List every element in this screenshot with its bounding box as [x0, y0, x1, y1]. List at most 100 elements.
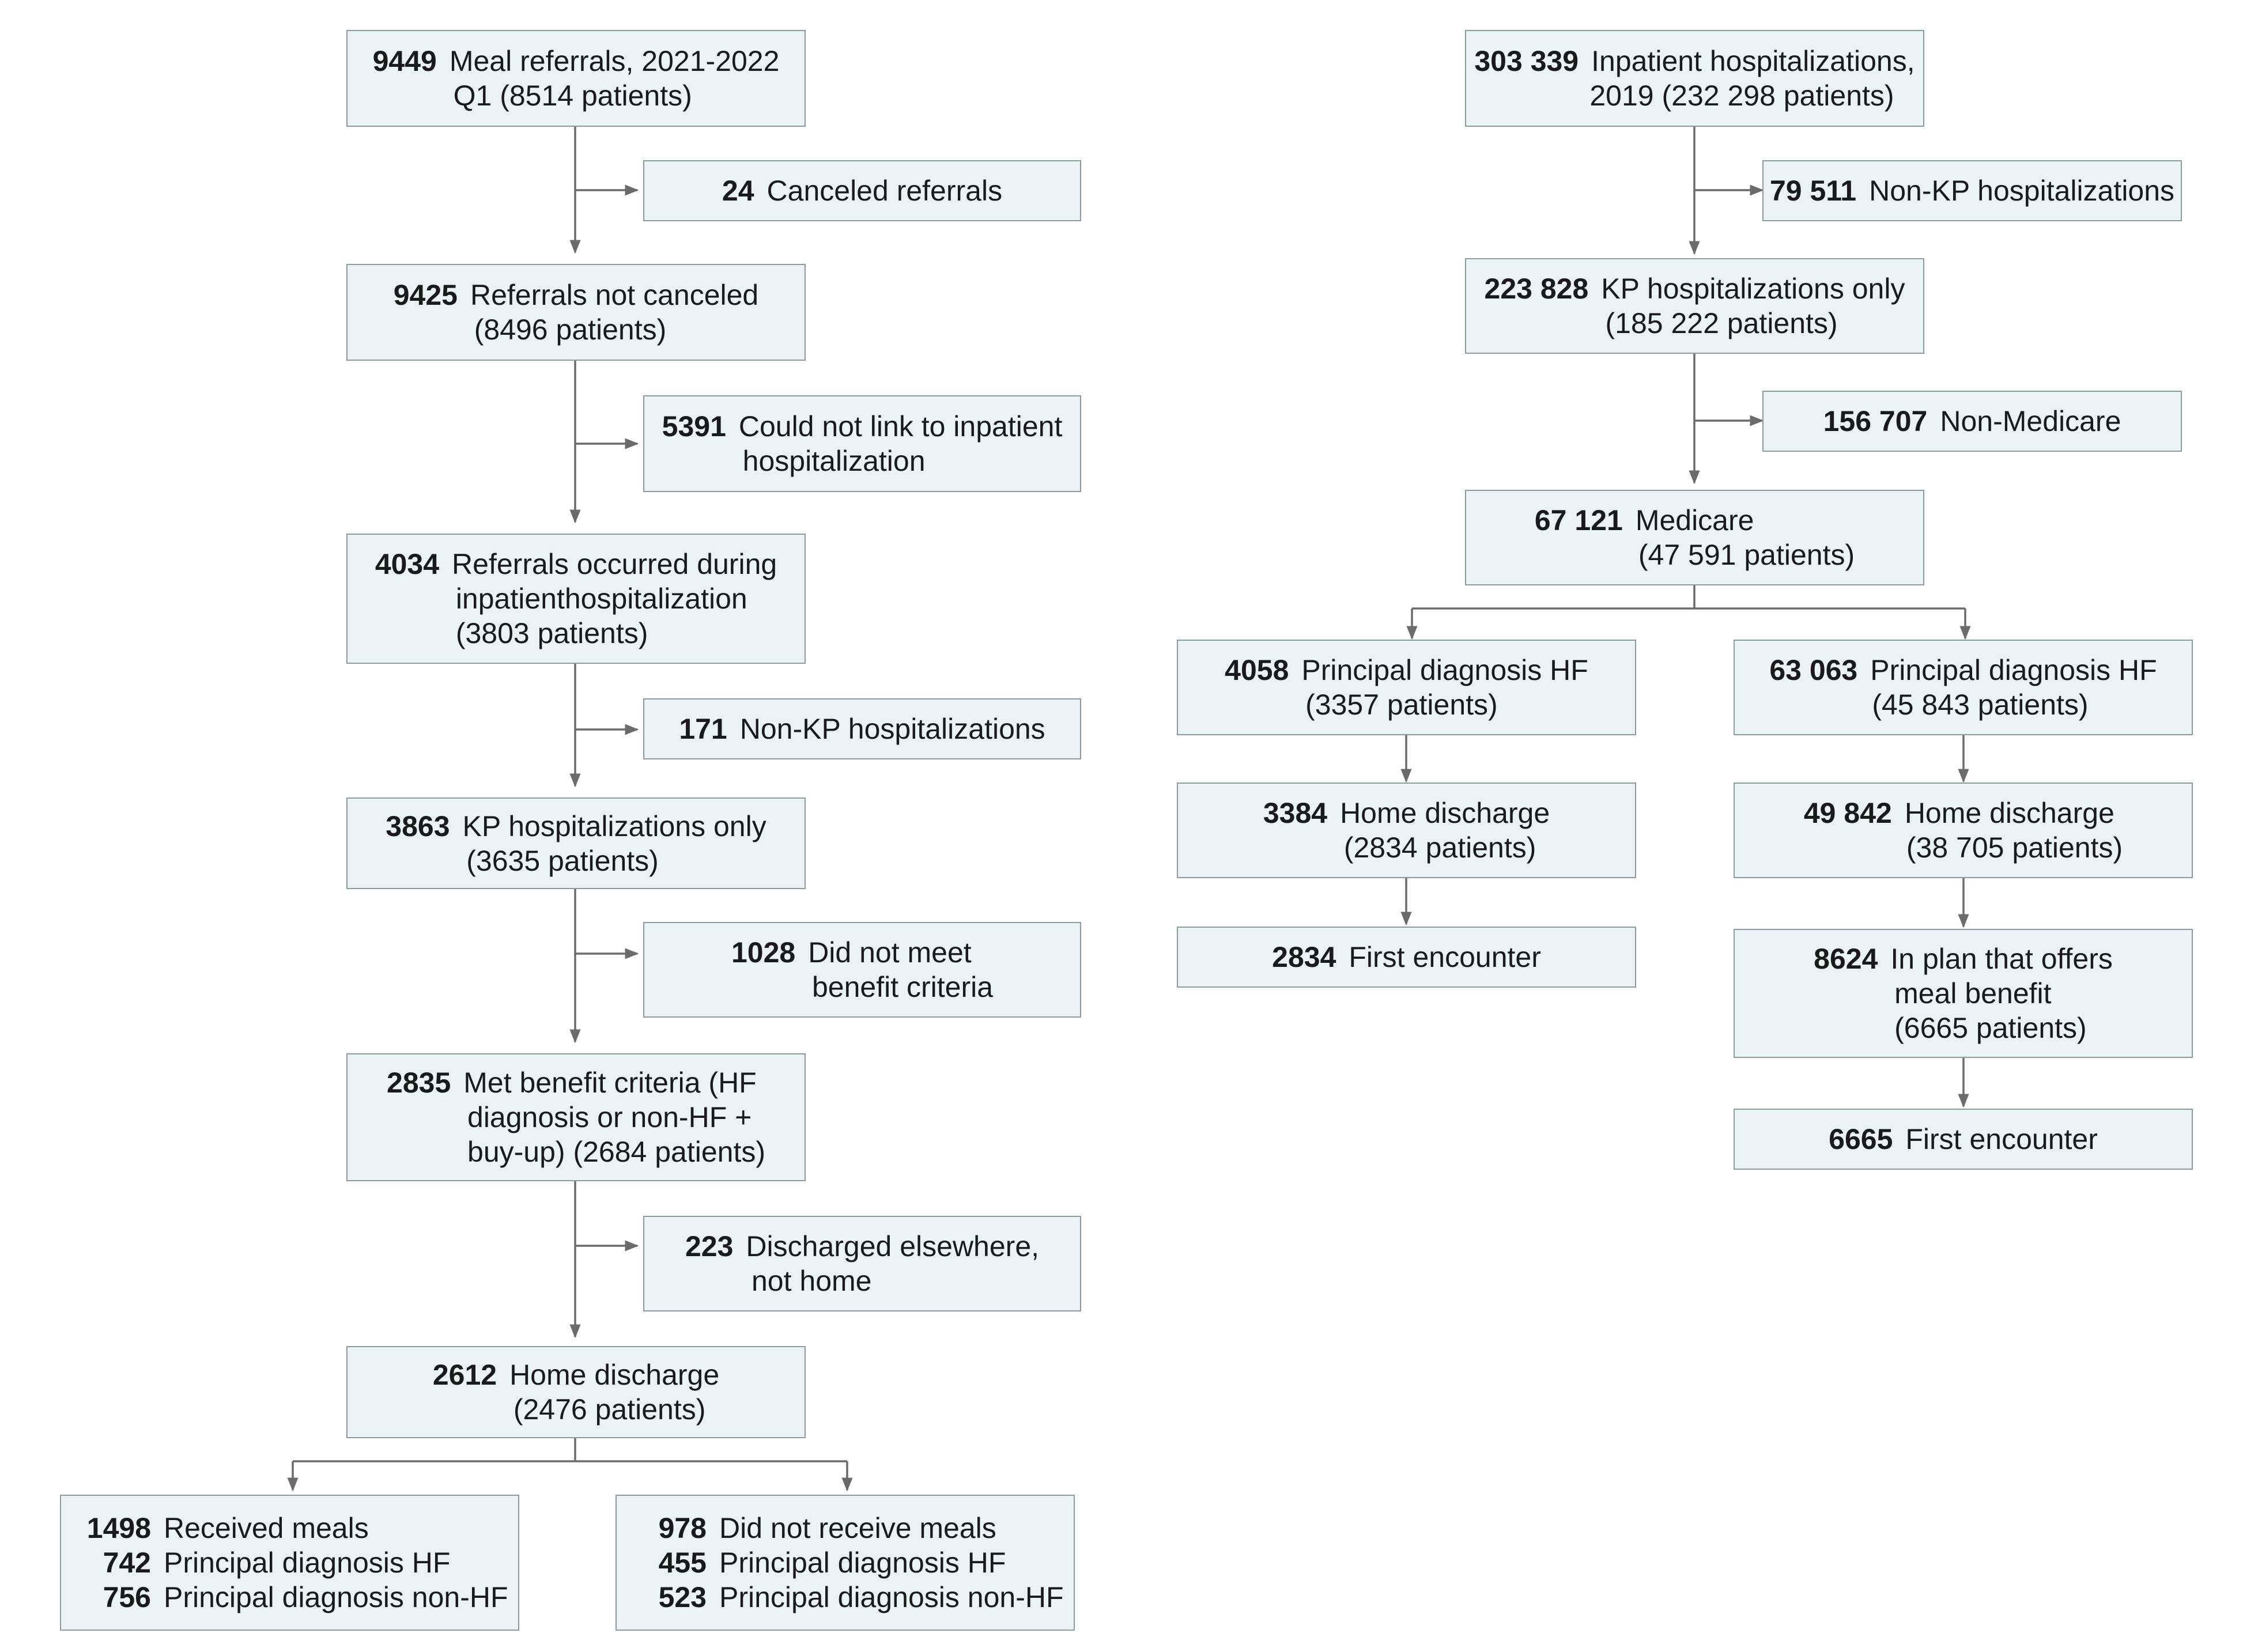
label: Principal diagnosis HF	[164, 1547, 451, 1579]
label: Meal referrals, 2021-2022	[449, 45, 780, 77]
label: Canceled referrals	[766, 175, 1003, 207]
count: 156 707	[1823, 405, 1928, 437]
table-row: 742 Principal diagnosis HF	[82, 1545, 508, 1580]
count: 171	[679, 713, 727, 745]
box-meal-referrals: 9449 Meal referrals, 2021-2022 Q1 (8514 p…	[346, 30, 806, 127]
count: 455	[658, 1547, 707, 1579]
label: Did not receive meals	[719, 1512, 996, 1544]
label: Q1 (8514 patients)	[453, 80, 692, 112]
box-non-medicare: 156 707 Non-Medicare	[1762, 391, 2182, 452]
label: (45 843 patients)	[1872, 689, 2089, 721]
count: 63 063	[1769, 654, 1858, 686]
box-non-kp-hospitalizations-right: 79 511 Non-KP hospitalizations	[1762, 160, 2182, 221]
box-kp-hospitalizations-right: 223 828 KP hospitalizations only (185 222…	[1465, 258, 1924, 354]
table-row: 756 Principal diagnosis non-HF	[82, 1580, 508, 1615]
label: Met benefit criteria (HF	[463, 1067, 757, 1099]
box-non-kp-hospitalizations-left: 171 Non-KP hospitalizations	[643, 698, 1081, 759]
count: 2834	[1272, 941, 1336, 973]
label: (47 591 patients)	[1638, 539, 1855, 571]
count: 5391	[662, 410, 726, 443]
box-referrals-not-canceled: 9425 Referrals not canceled (8496 patient…	[346, 264, 806, 361]
label: Home discharge	[1340, 797, 1550, 829]
count: 1498	[86, 1512, 151, 1544]
label: Non-KP hospitalizations	[1869, 175, 2175, 207]
label: Non-KP hospitalizations	[739, 713, 1045, 745]
label: meal benefit	[1894, 977, 2052, 1010]
count: 2835	[387, 1067, 451, 1099]
box-medicare: 67 121 Medicare (47 591 patients)	[1465, 490, 1924, 585]
table-row: 1498 Received meals	[82, 1511, 508, 1545]
label: (2476 patients)	[513, 1393, 706, 1426]
count: 523	[658, 1581, 707, 1613]
count: 67 121	[1534, 504, 1623, 536]
count: 223 828	[1484, 273, 1589, 305]
label: Principal diagnosis HF	[719, 1547, 1006, 1579]
label: Principal diagnosis non-HF	[164, 1581, 508, 1613]
label: Non-Medicare	[1940, 405, 2121, 437]
box-in-plan-meal-benefit: 8624 In plan that offers meal benefit (66…	[1734, 929, 2193, 1058]
label: (2834 patients)	[1343, 831, 1536, 864]
label: Principal diagnosis non-HF	[719, 1581, 1064, 1613]
count: 756	[103, 1581, 151, 1613]
count: 223	[685, 1230, 734, 1262]
label: Received meals	[164, 1512, 369, 1544]
label: 2019 (232 298 patients)	[1589, 80, 1894, 112]
label: benefit criteria	[811, 971, 994, 1003]
label: First encounter	[1905, 1123, 2098, 1155]
box-canceled-referrals: 24 Canceled referrals	[643, 160, 1081, 221]
count: 79 511	[1769, 175, 1857, 207]
label: buy-up) (2684 patients)	[467, 1136, 765, 1168]
count: 303 339	[1474, 45, 1579, 77]
count: 3863	[386, 810, 450, 842]
count: 9425	[393, 279, 458, 311]
count: 1028	[731, 936, 796, 969]
label: Referrals occurred during	[452, 548, 777, 580]
count: 6665	[1829, 1123, 1893, 1155]
label: Home discharge	[1904, 797, 2114, 829]
box-principal-hf-b: 63 063 Principal diagnosis HF (45 843 pat…	[1734, 640, 2193, 735]
box-met-criteria: 2835 Met benefit criteria (HF diagnosis o…	[346, 1053, 806, 1181]
label: (6665 patients)	[1894, 1012, 2087, 1044]
table-row: 978 Did not receive meals	[649, 1511, 1064, 1545]
label: Medicare	[1635, 504, 1754, 536]
count: 24	[722, 175, 754, 207]
label: First encounter	[1349, 941, 1541, 973]
label: Principal diagnosis HF	[1301, 654, 1588, 686]
label: (185 222 patients)	[1605, 307, 1838, 339]
label: Referrals not canceled	[470, 279, 759, 311]
box-first-encounter-a: 2834 First encounter	[1177, 927, 1636, 988]
label: inpatienthospitalization	[455, 583, 747, 615]
label: Did not meet	[808, 936, 972, 969]
count: 4034	[375, 548, 440, 580]
count: 4058	[1225, 654, 1289, 686]
box-could-not-link: 5391 Could not link to inpatient hospital…	[643, 395, 1081, 492]
count: 9449	[372, 45, 437, 77]
count: 2612	[432, 1359, 497, 1391]
label: Principal diagnosis HF	[1870, 654, 2157, 686]
label: KP hospitalizations only	[1601, 273, 1905, 305]
box-inpatient-hospitalizations: 303 339 Inpatient hospitalizations, 2019 …	[1465, 30, 1924, 127]
label: In plan that offers	[1890, 943, 2113, 975]
label: not home	[751, 1265, 872, 1297]
table-row: 523 Principal diagnosis non-HF	[649, 1580, 1064, 1615]
count: 978	[658, 1512, 707, 1544]
label: (8496 patients)	[474, 313, 667, 346]
label: hospitalization	[742, 445, 926, 477]
label: Inpatient hospitalizations,	[1591, 45, 1915, 77]
count: 742	[103, 1547, 151, 1579]
label: diagnosis or non-HF +	[467, 1101, 752, 1133]
table-row: 455 Principal diagnosis HF	[649, 1545, 1064, 1580]
count: 8624	[1814, 943, 1878, 975]
label: Could not link to inpatient	[738, 410, 1063, 443]
label: (38 705 patients)	[1906, 831, 2123, 864]
box-referrals-during-inpatient: 4034 Referrals occurred during inpatienth…	[346, 534, 806, 664]
